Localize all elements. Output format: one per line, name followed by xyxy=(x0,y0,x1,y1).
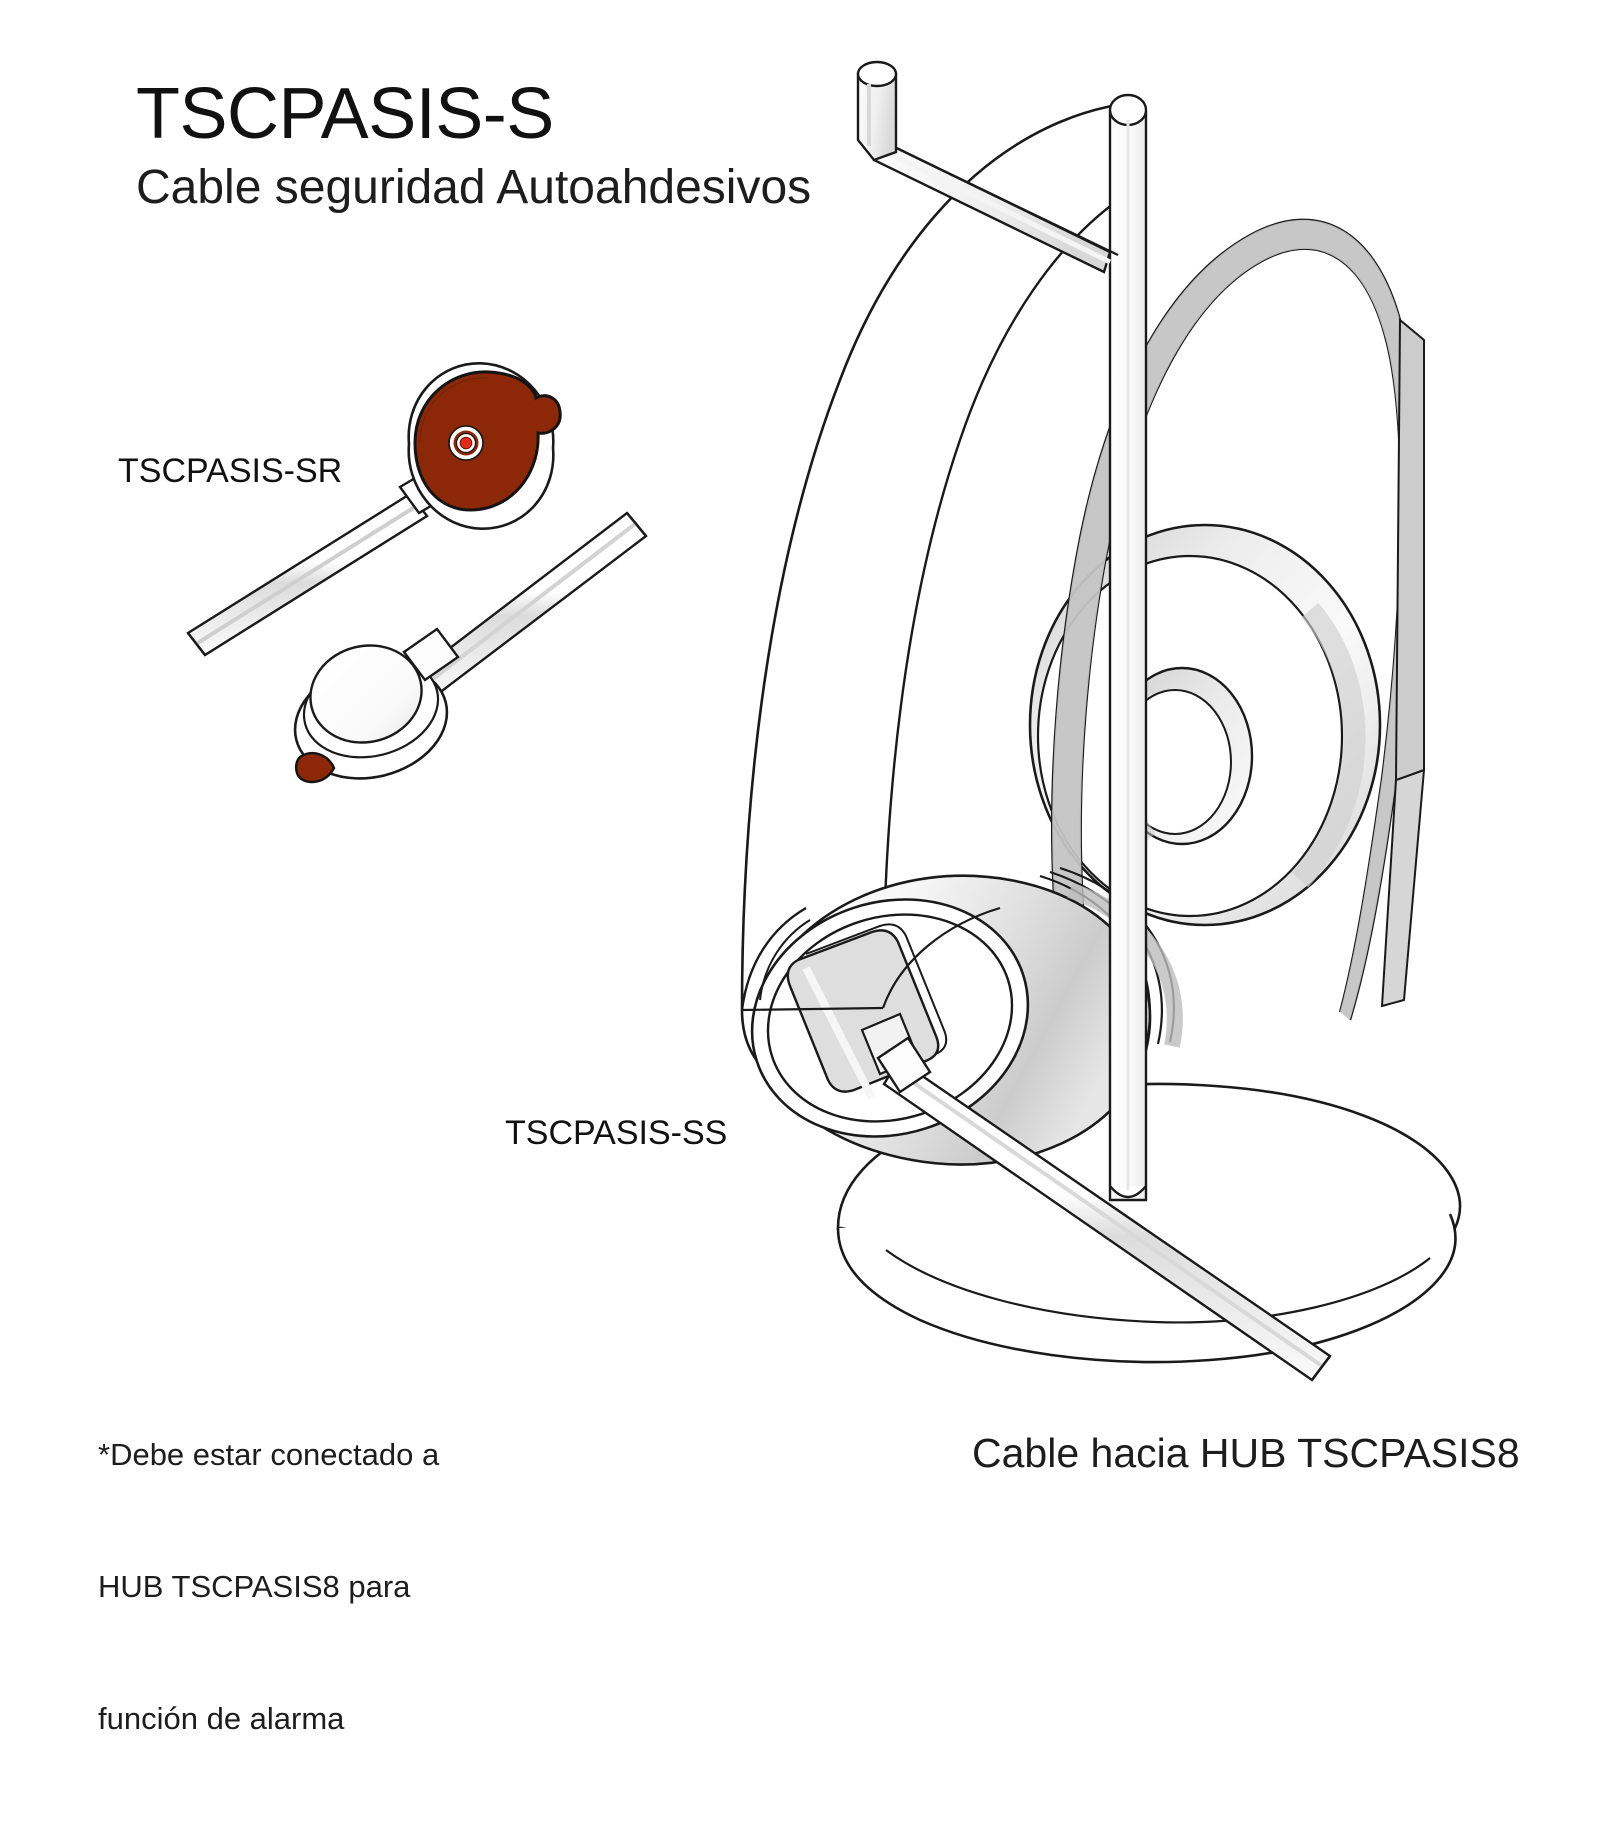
page-title: TSCPASIS-S xyxy=(136,74,554,154)
headphone-stand-assembly xyxy=(740,60,1462,1382)
near-ear-cup xyxy=(750,866,1183,1166)
technical-illustration xyxy=(186,60,1462,1382)
label-sensor-square: TSCPASIS-SS xyxy=(505,1114,728,1152)
headband-yoke xyxy=(740,906,1001,1012)
sr-adhesive-disc xyxy=(413,370,562,512)
ss-adhesive-tab xyxy=(294,752,336,784)
puck-adhesive-sensor-illustration xyxy=(293,511,648,784)
ss-connector-collar xyxy=(402,627,460,682)
footnote-line-1: *Debe estar conectado a xyxy=(98,1437,440,1473)
stand-hook-arm xyxy=(856,60,1119,274)
hook-tip-cap xyxy=(856,60,898,88)
footnote-line-3: función de alarma xyxy=(98,1701,345,1737)
caption-cable-to-hub: Cable hacia HUB TSCPASIS8 xyxy=(972,1430,1520,1476)
ss-dome xyxy=(309,644,423,744)
diagram-canvas: TSCPASIS-S Cable seguridad Autoahdesivos… xyxy=(98,60,1520,1736)
hub-cable xyxy=(876,1036,1332,1382)
stand-post xyxy=(1108,93,1148,1202)
page-subtitle: Cable seguridad Autoahdesivos xyxy=(136,161,812,214)
cable-plug-boot xyxy=(876,1036,932,1094)
sr-led-indicator xyxy=(448,425,484,461)
sr-cable-tail xyxy=(186,466,453,657)
ss-cable-tail xyxy=(410,511,648,702)
label-sensor-round: TSCPASIS-SR xyxy=(118,452,343,490)
footnote-line-2: HUB TSCPASIS8 para xyxy=(98,1569,411,1605)
footnote-block: *Debe estar conectado a HUB TSCPASIS8 pa… xyxy=(98,1345,439,1829)
round-adhesive-sensor-illustration xyxy=(186,361,562,657)
